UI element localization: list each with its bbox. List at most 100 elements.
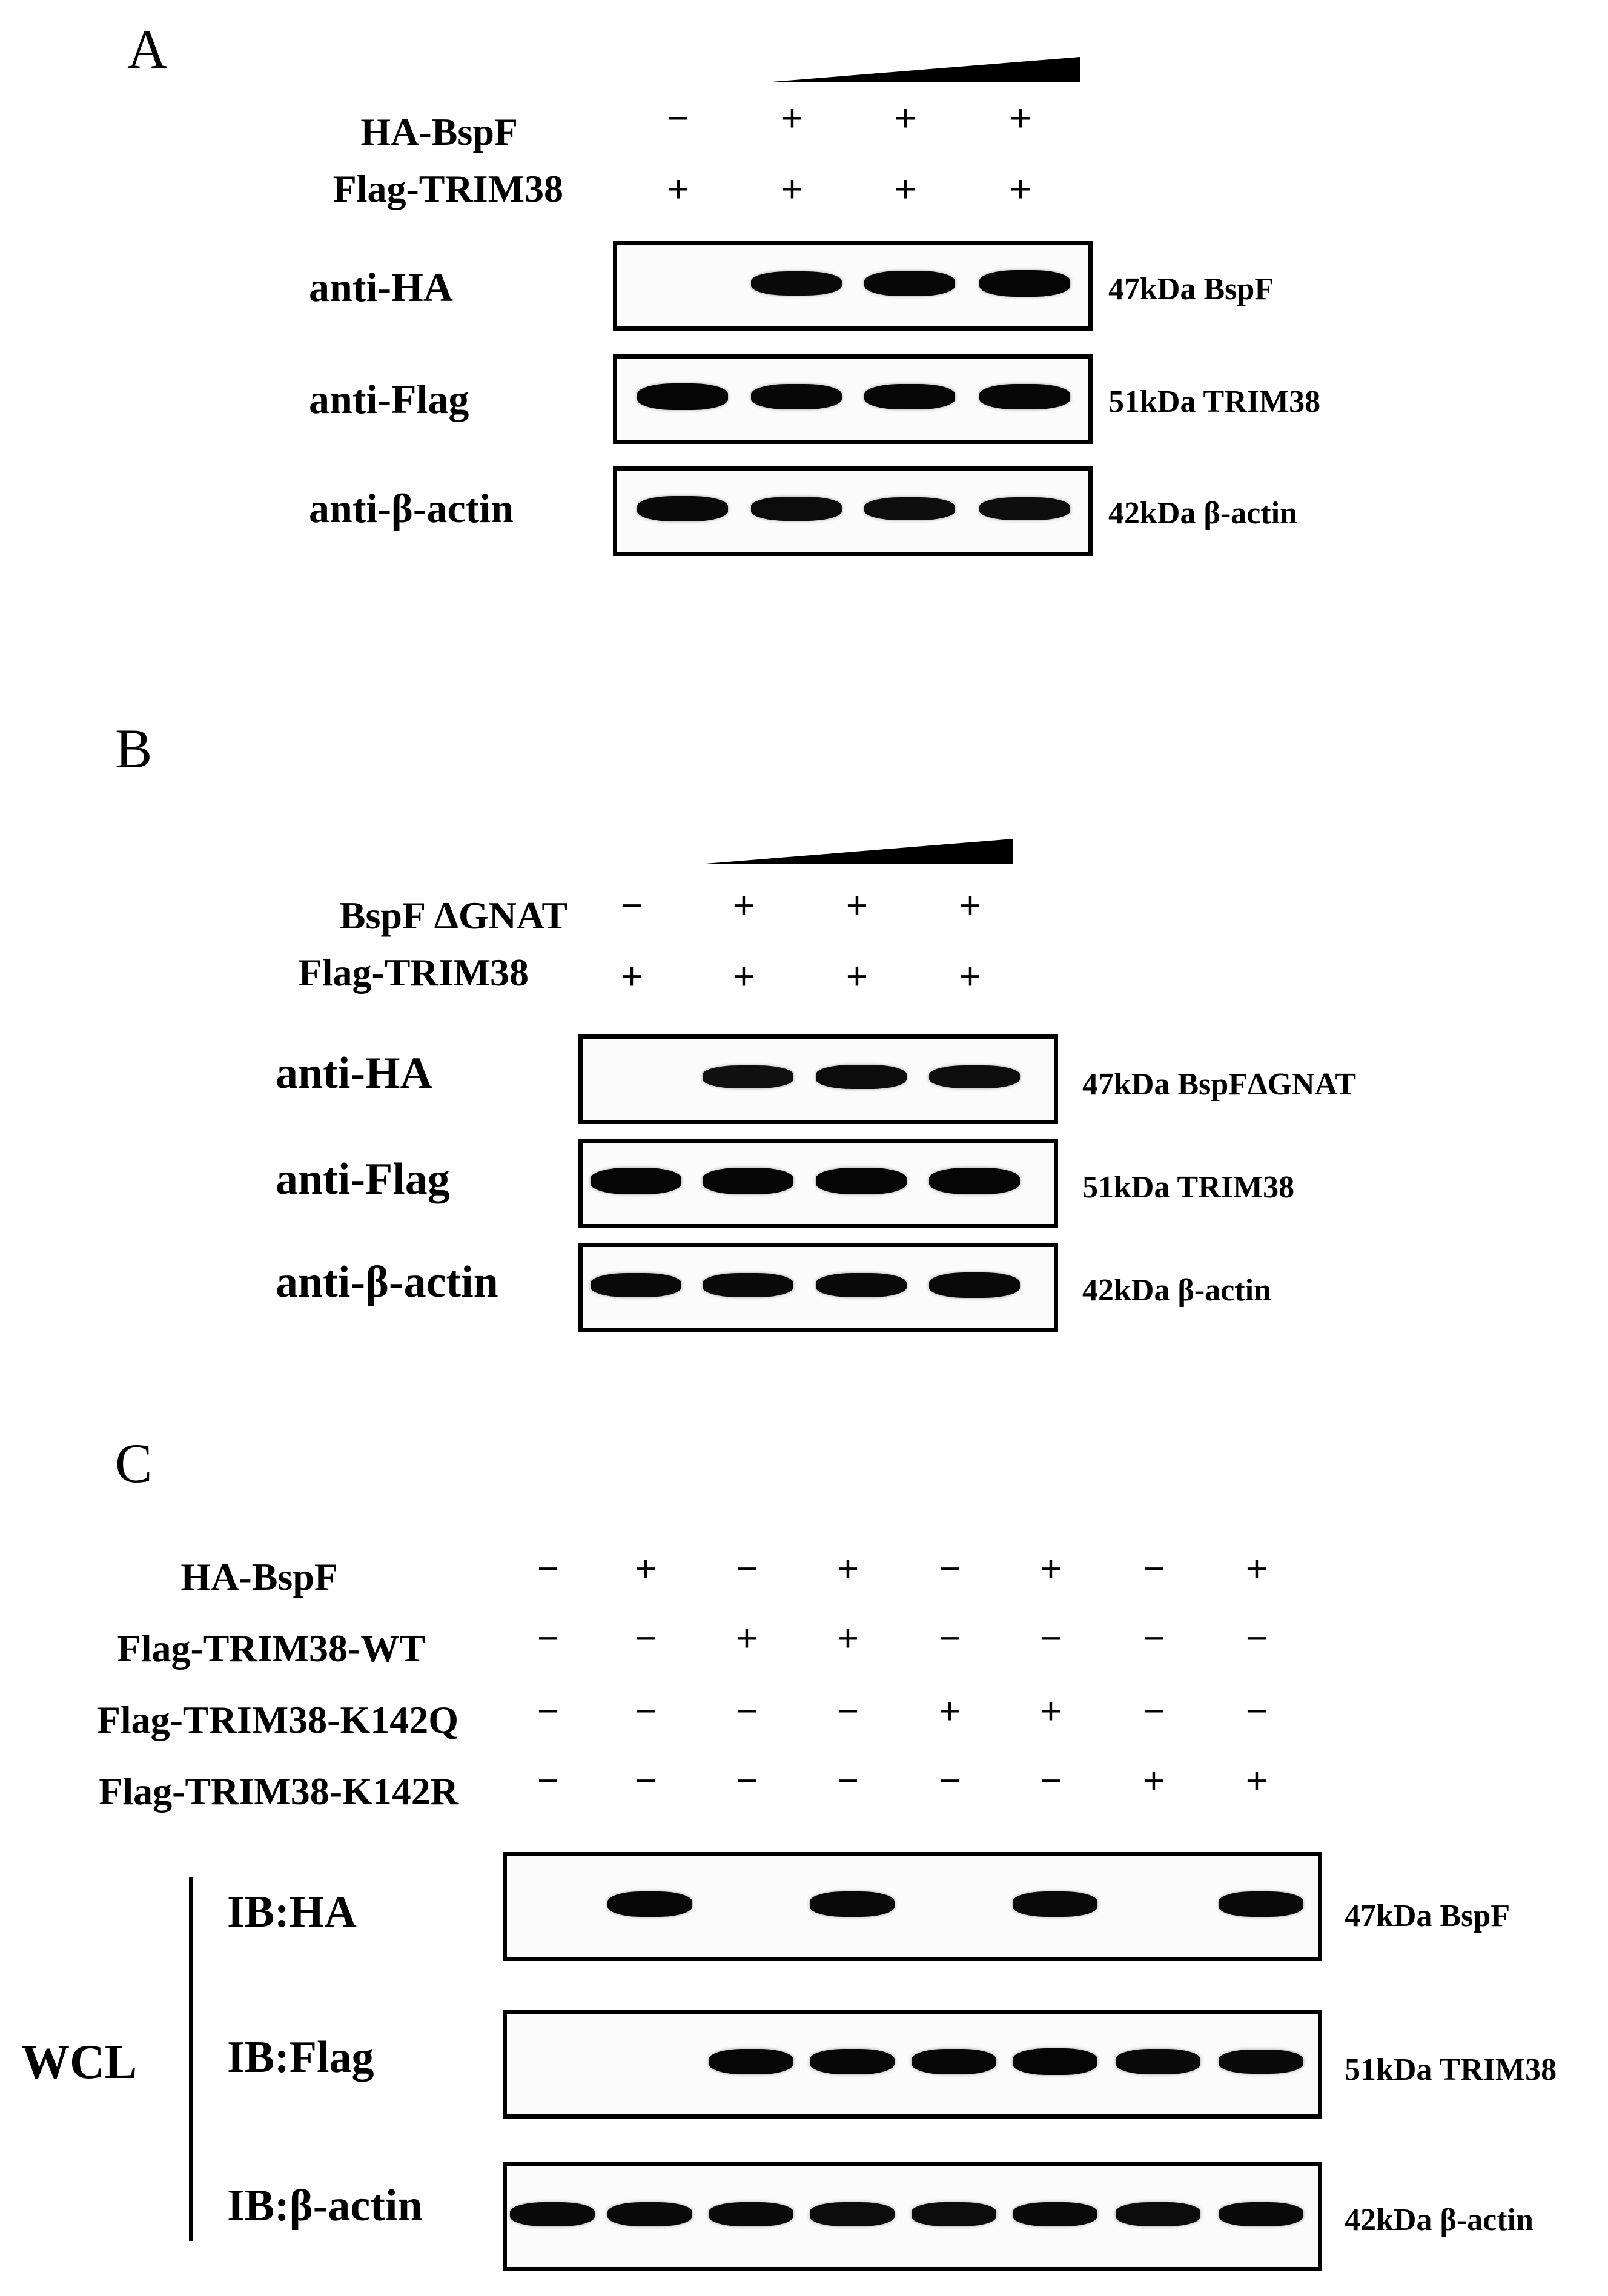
blot-label-b-0: anti-HA — [276, 1048, 432, 1098]
lane-mark: − — [836, 1690, 859, 1732]
blot-band — [1013, 1891, 1097, 1917]
blot-band — [637, 496, 728, 521]
lane-mark: + — [894, 98, 917, 139]
blot-band — [751, 271, 842, 296]
blot-band — [864, 497, 955, 521]
blot-image-c-ib-actin — [503, 2162, 1322, 2271]
lane-mark: − — [634, 1618, 657, 1659]
row-label-c-3: Flag-TRIM38-K142R — [99, 1770, 458, 1813]
blot-band — [810, 2048, 895, 2075]
lane-mark: − — [1142, 1548, 1165, 1590]
lane-mark: − — [938, 1548, 961, 1590]
lane-mark: − — [667, 98, 690, 139]
blot-band — [929, 1272, 1020, 1298]
blot-label-c-0: IB:HA — [227, 1887, 357, 1937]
row-label-c-1: Flag-TRIM38-WT — [117, 1627, 425, 1670]
blot-band — [979, 383, 1070, 410]
mw-label-c-0: 47kDa BspF — [1345, 1899, 1510, 1933]
lane-mark: − — [735, 1760, 758, 1802]
blot-band — [1219, 2202, 1303, 2227]
blot-band — [751, 383, 842, 410]
blot-band — [703, 1065, 793, 1088]
row-label-c-0: HA-BspF — [180, 1555, 338, 1598]
blot-label-b-2: anti-β-actin — [276, 1257, 498, 1307]
lane-mark: − — [1039, 1760, 1062, 1802]
blot-band — [1116, 2049, 1200, 2074]
blot-band — [607, 2202, 692, 2227]
blot-band — [929, 1168, 1020, 1194]
mw-label-b-2: 42kDa β-actin — [1082, 1273, 1271, 1308]
mw-label-a-0: 47kDa BspF — [1108, 272, 1274, 306]
blot-image-a-anti-flag — [613, 354, 1093, 444]
blot-band — [929, 1065, 1020, 1089]
lane-mark: + — [1142, 1760, 1165, 1802]
lane-mark: + — [1009, 98, 1032, 139]
lane-mark: − — [620, 885, 643, 927]
wcl-bracket — [189, 1877, 193, 2241]
blot-band — [591, 1168, 681, 1194]
lane-mark: + — [894, 168, 917, 210]
blot-band — [816, 1065, 907, 1089]
blot-band — [912, 2048, 996, 2075]
lane-mark: + — [1039, 1690, 1062, 1732]
lane-mark: + — [836, 1548, 859, 1590]
lane-mark: + — [836, 1618, 859, 1659]
blot-image-b-anti-flag — [578, 1139, 1058, 1228]
panel-letter-c: C — [115, 1432, 153, 1494]
blot-band — [703, 1272, 793, 1298]
row-label-b-0: BspF ΔGNAT — [339, 894, 567, 937]
blot-band — [703, 1168, 793, 1194]
blot-band — [751, 497, 842, 521]
lane-mark: + — [1245, 1760, 1268, 1802]
lane-mark: + — [781, 168, 804, 210]
lane-mark: + — [732, 885, 755, 927]
lane-mark: + — [1245, 1548, 1268, 1590]
mw-label-c-1: 51kDa TRIM38 — [1345, 2053, 1557, 2087]
blot-band — [637, 383, 728, 410]
lane-mark: − — [735, 1690, 758, 1732]
lane-mark: + — [1039, 1548, 1062, 1590]
blot-band — [510, 2202, 595, 2227]
blot-band — [591, 1272, 681, 1298]
mw-label-a-2: 42kDa β-actin — [1108, 496, 1297, 531]
blot-band — [709, 2202, 793, 2227]
concentration-wedge-b — [706, 839, 1013, 864]
lane-mark: − — [735, 1548, 758, 1590]
blot-band — [1013, 2048, 1097, 2075]
lane-mark: − — [1039, 1618, 1062, 1659]
blot-label-b-1: anti-Flag — [276, 1154, 450, 1204]
blot-band — [1116, 2202, 1200, 2226]
lane-mark: + — [735, 1618, 758, 1659]
lane-mark: + — [938, 1690, 961, 1732]
lane-mark: − — [1142, 1690, 1165, 1732]
blot-image-a-anti-ha — [613, 241, 1093, 331]
row-label-a-1: Flag-TRIM38 — [333, 167, 563, 210]
mw-label-b-0: 47kDa BspFΔGNAT — [1082, 1067, 1357, 1102]
blot-band — [816, 1272, 907, 1298]
panel-letter-b: B — [115, 718, 153, 779]
lane-mark: − — [537, 1618, 560, 1659]
blot-band — [810, 1891, 895, 1917]
blot-band — [1013, 2202, 1097, 2227]
lane-mark: − — [634, 1690, 657, 1732]
blot-image-b-anti-ha — [578, 1034, 1058, 1124]
blot-image-b-anti-actin — [578, 1243, 1058, 1332]
blot-band — [810, 2202, 895, 2226]
blot-band — [709, 2048, 793, 2075]
blot-label-c-1: IB:Flag — [227, 2033, 374, 2082]
lane-mark: − — [537, 1690, 560, 1732]
blot-label-a-0: anti-HA — [309, 264, 453, 310]
lane-mark: + — [1009, 168, 1032, 210]
lane-mark: + — [845, 885, 869, 927]
concentration-wedge-a — [772, 57, 1080, 82]
blot-image-c-ib-flag — [503, 2010, 1322, 2119]
mw-label-a-1: 51kDa TRIM38 — [1108, 385, 1321, 419]
blot-band — [1219, 2049, 1303, 2074]
lane-mark: − — [938, 1618, 961, 1659]
lane-mark: − — [634, 1760, 657, 1802]
panel-letter-a: A — [127, 18, 168, 80]
lane-mark: − — [1142, 1618, 1165, 1659]
blot-label-a-2: anti-β-actin — [309, 485, 514, 531]
group-label-wcl: WCL — [21, 2036, 137, 2089]
lane-mark: − — [836, 1760, 859, 1802]
